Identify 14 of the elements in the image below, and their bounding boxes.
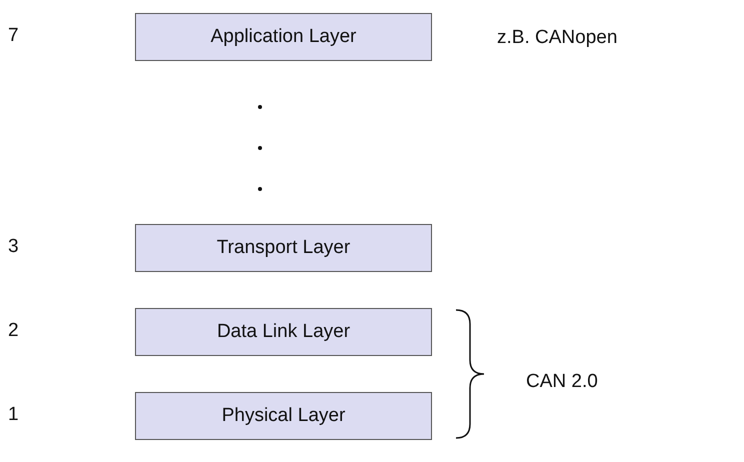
layer-box <box>135 392 432 440</box>
layer-name: Data Link Layer <box>216 321 350 343</box>
layer-box <box>135 308 432 356</box>
layer-box <box>135 224 432 272</box>
protocol-note: z.B. CANopen <box>497 27 618 49</box>
layer-box <box>135 13 432 61</box>
layer-number: 7 <box>8 25 19 47</box>
layer-number: 2 <box>8 320 19 342</box>
layer-number: 3 <box>8 236 19 258</box>
layer-name: Transport Layer <box>216 237 350 259</box>
layer-name: Application Layer <box>210 26 356 48</box>
protocol-note: CAN 2.0 <box>526 371 598 393</box>
layer-name: Physical Layer <box>222 405 346 427</box>
layer-number: 1 <box>8 404 19 426</box>
